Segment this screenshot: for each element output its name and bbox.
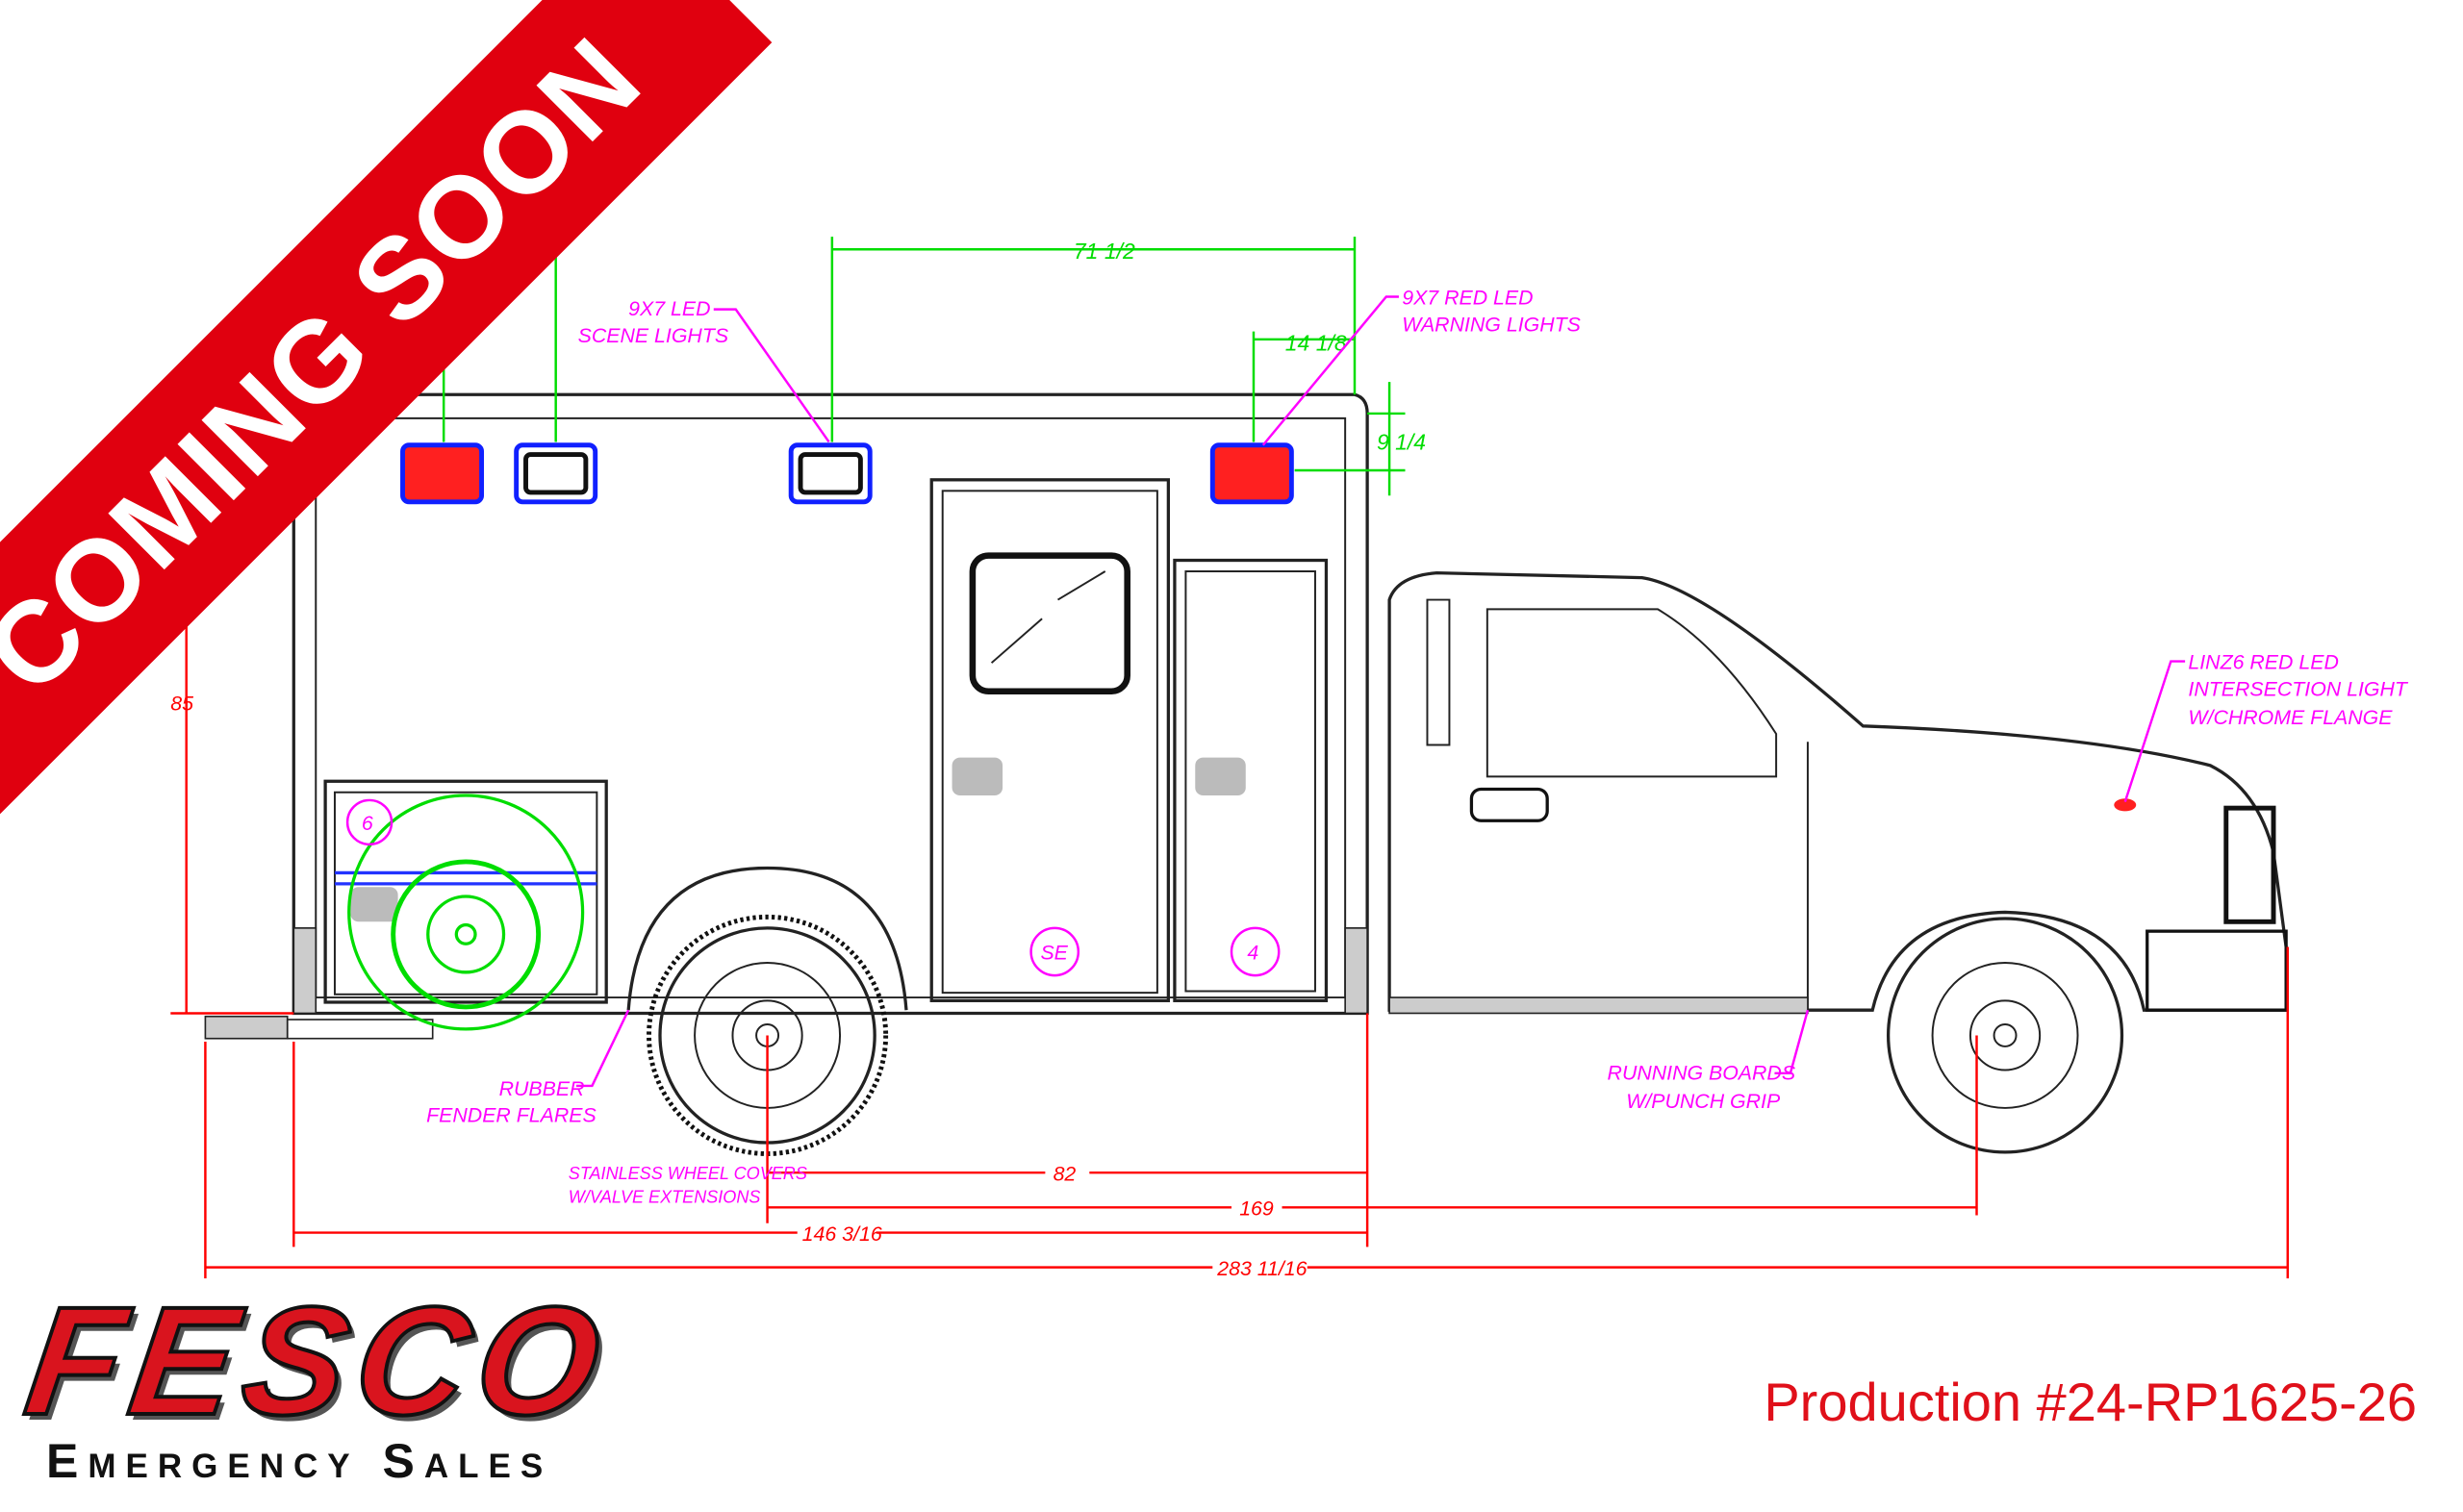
warning-light bbox=[1209, 442, 1294, 505]
label-running-boards-1: RUNNING BOARDS bbox=[1608, 1061, 1796, 1084]
compartment-6: 6 bbox=[362, 812, 373, 835]
dim-wheelbase: 169 bbox=[1239, 1197, 1274, 1221]
label-running-boards-2: W/PUNCH GRIP bbox=[1626, 1090, 1781, 1113]
ambulance-box bbox=[204, 392, 1369, 1040]
front-wheel bbox=[1886, 917, 2124, 1154]
production-number: Production #24-RP1625-26 bbox=[1764, 1372, 2417, 1432]
scene-light bbox=[514, 442, 598, 505]
label-scene-lights-1: 9X7 LED bbox=[628, 297, 710, 320]
label-scene-lights-2: SCENE LIGHTS bbox=[578, 324, 728, 347]
label-fender-flares-1: RUBBER bbox=[499, 1077, 585, 1100]
dim-light-span: 71 1/2 bbox=[1074, 239, 1135, 264]
label-intersection-1: LINZ6 RED LED bbox=[2188, 651, 2338, 674]
dim-light-height: 9 1/4 bbox=[1377, 430, 1426, 455]
logo-brand: FESCO bbox=[14, 1273, 621, 1449]
light-dimensions: 71 1/2 14 1/8 9 1/4 bbox=[442, 237, 1426, 496]
callouts: 9X7 LED SCENE LIGHTS 9X7 RED LED WARNING… bbox=[345, 287, 2409, 1206]
dim-overall-length: 283 11/16 bbox=[1216, 1257, 1307, 1280]
compartment-4: 4 bbox=[1247, 942, 1258, 965]
warning-light bbox=[400, 442, 485, 505]
dim-light-offset: 14 1/8 bbox=[1285, 330, 1347, 355]
scene-light bbox=[788, 442, 873, 505]
dim-body-length: 146 3/16 bbox=[802, 1222, 882, 1246]
label-wheel-covers-1: STAINLESS WHEEL COVERS bbox=[569, 1164, 807, 1183]
label-intersection-2: INTERSECTION LIGHT bbox=[2188, 678, 2408, 701]
label-intersection-3: W/CHROME FLANGE bbox=[2188, 706, 2393, 729]
compartment-se: SE bbox=[1040, 942, 1068, 965]
body-dimensions: 85 82 169 146 3/16 283 11/16 bbox=[170, 394, 2290, 1280]
fesco-logo: FESCO Emergency Sales bbox=[14, 1273, 654, 1489]
label-warning-lights-2: WARNING LIGHTS bbox=[1402, 314, 1581, 337]
dim-body-height: 85 bbox=[170, 692, 193, 715]
label-wheel-covers-2: W/VALVE EXTENSIONS bbox=[569, 1187, 761, 1206]
dim-82: 82 bbox=[1054, 1162, 1077, 1185]
label-warning-lights-1: 9X7 RED LED bbox=[1402, 287, 1533, 310]
logo-tagline: Emergency Sales bbox=[46, 1434, 553, 1488]
truck-cab bbox=[1387, 571, 2288, 1015]
label-fender-flares-2: FENDER FLARES bbox=[426, 1104, 597, 1127]
